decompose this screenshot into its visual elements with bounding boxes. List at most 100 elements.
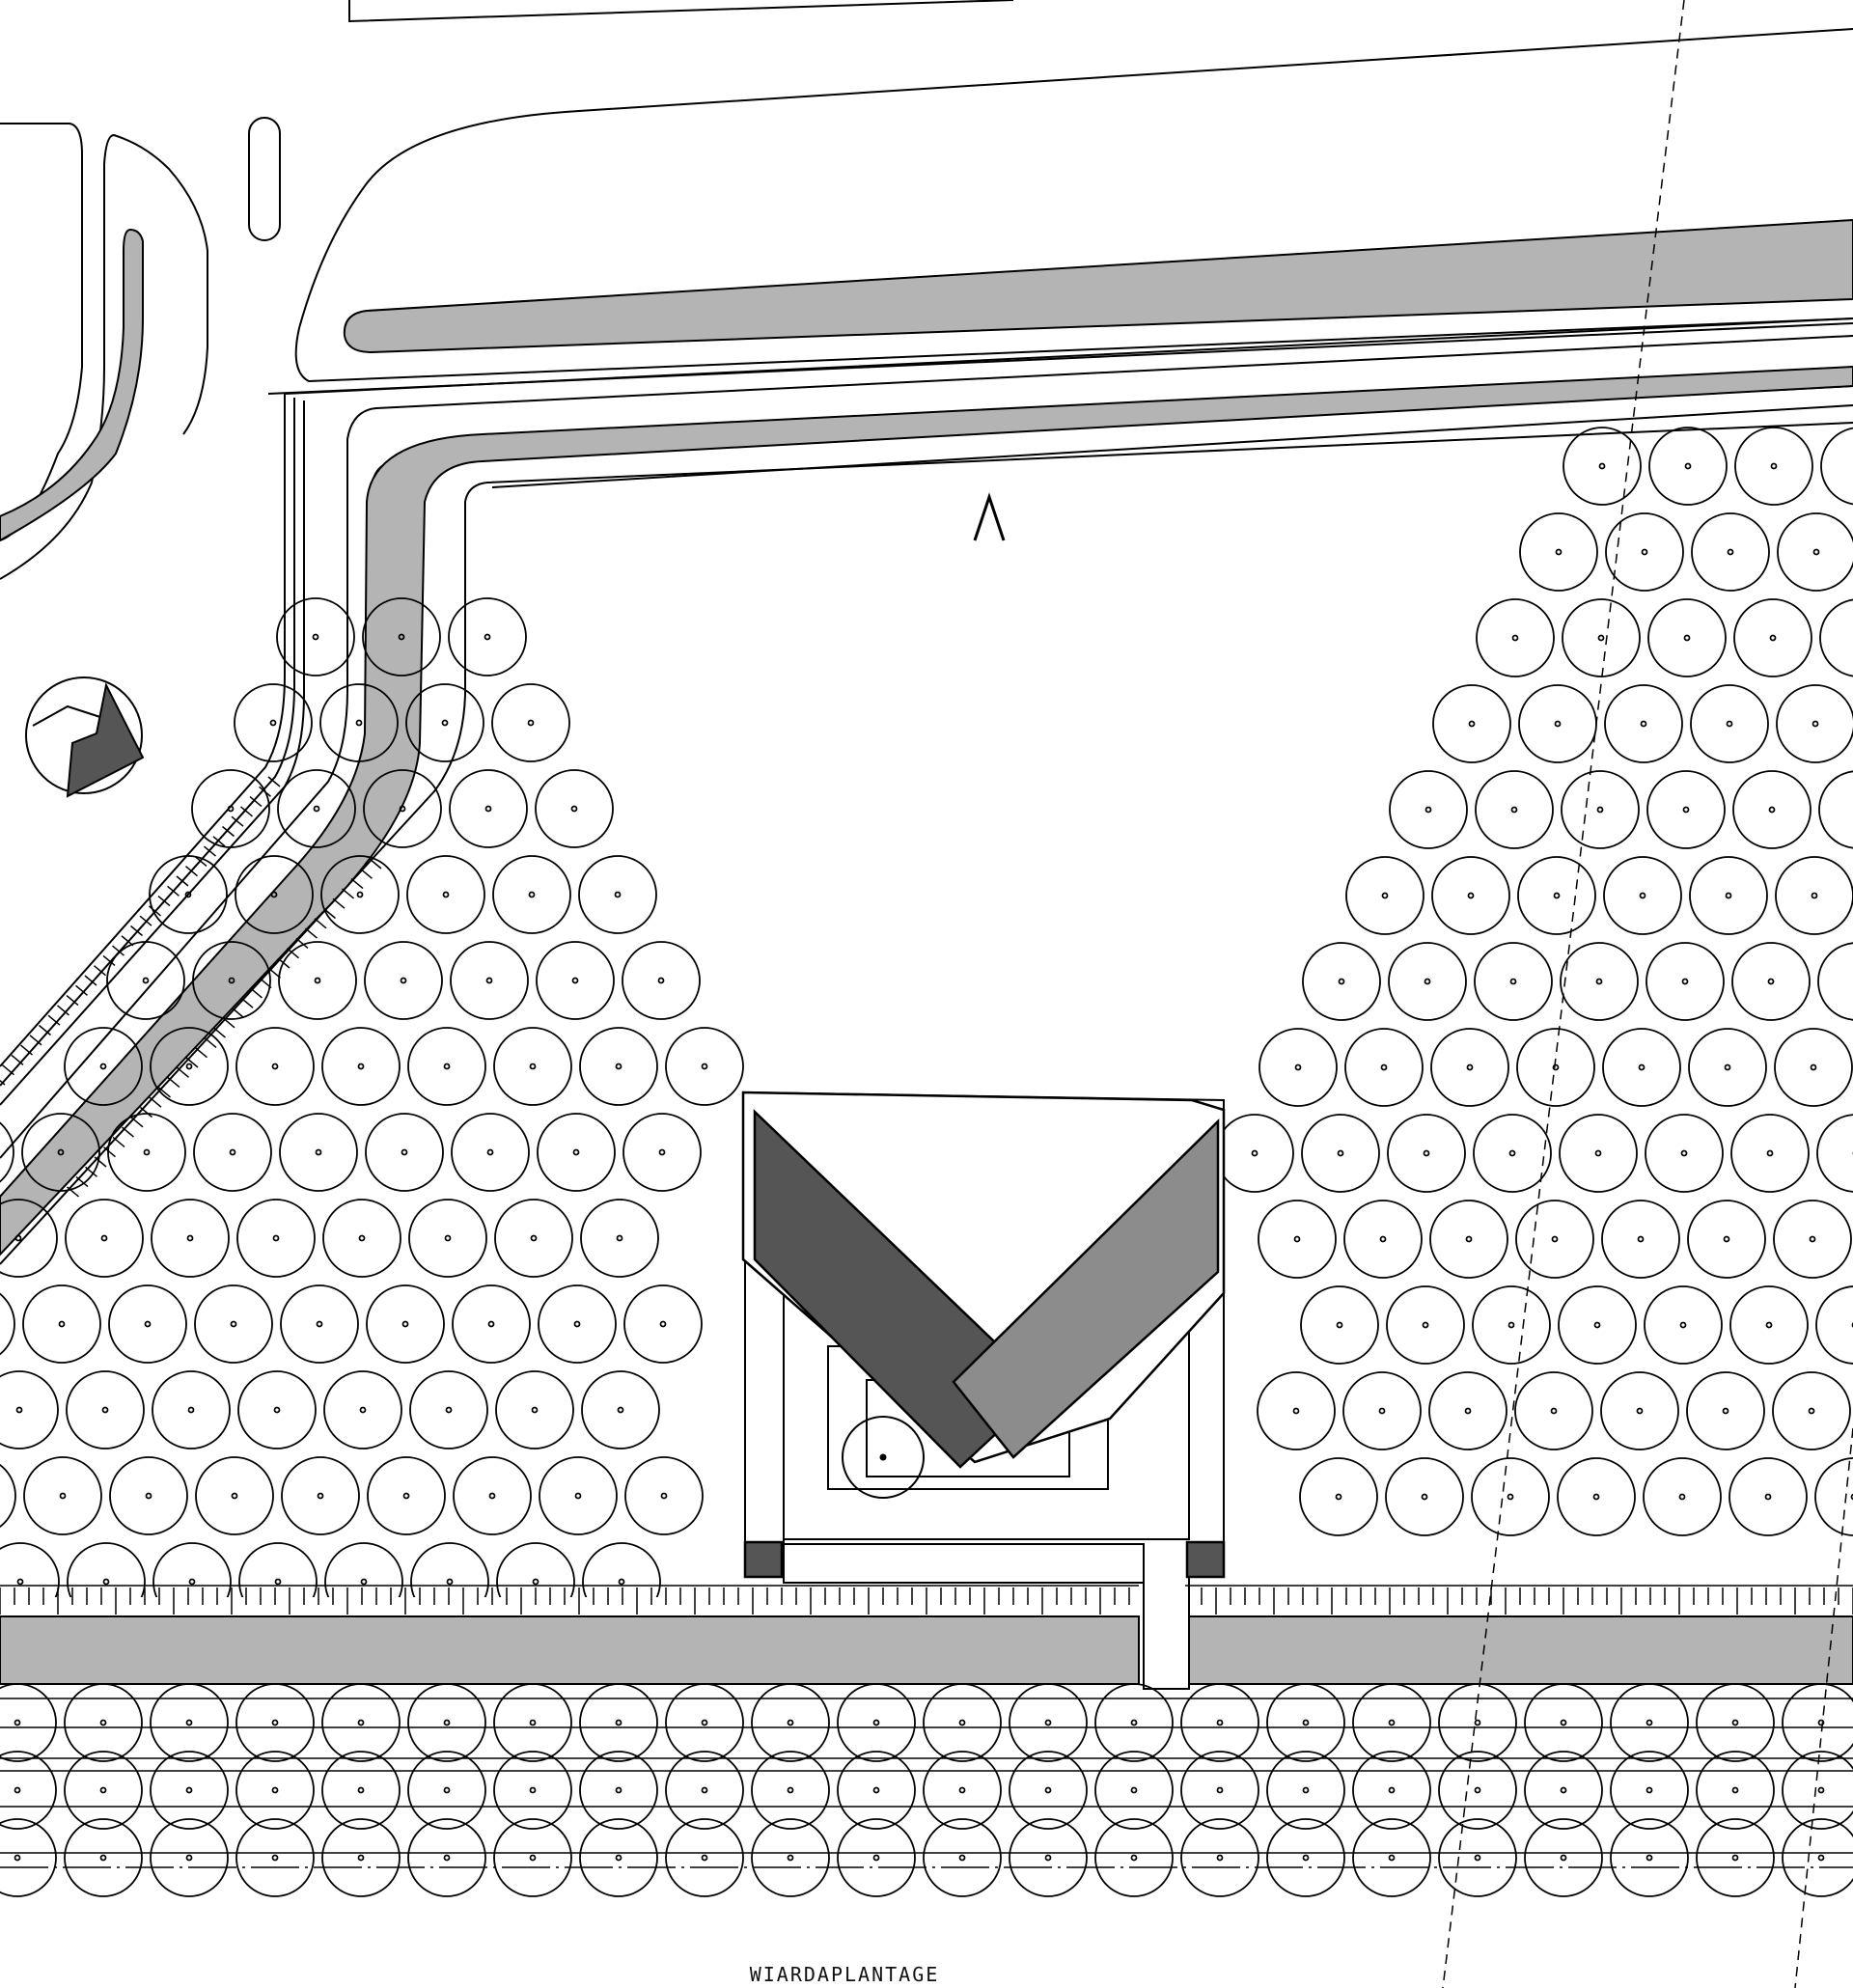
tree-trunk	[1593, 1321, 1601, 1329]
tree-trunk	[530, 1234, 538, 1242]
tree-trunk	[227, 805, 235, 813]
tree	[1686, 1371, 1765, 1450]
tree	[191, 769, 270, 848]
tree-trunk	[14, 1786, 21, 1794]
tree	[1601, 1200, 1680, 1279]
tree	[1009, 1751, 1088, 1830]
tree-trunk	[1560, 1719, 1567, 1726]
tree-trunk	[1764, 1493, 1772, 1501]
tree-trunk	[274, 1578, 282, 1586]
tree	[751, 1751, 830, 1830]
tree-trunk	[1474, 1719, 1481, 1726]
tree-trunk	[316, 1320, 323, 1328]
tree-trunk	[1509, 978, 1517, 985]
tree-trunk	[1767, 978, 1775, 985]
tree	[923, 1751, 1002, 1830]
tree-trunk	[787, 1854, 794, 1862]
tree-trunk	[572, 1148, 580, 1156]
tree	[496, 1542, 575, 1597]
tree-trunk	[1553, 892, 1561, 899]
tree	[109, 1456, 188, 1535]
tree	[1524, 1683, 1603, 1762]
tree-trunk	[185, 1854, 193, 1862]
tree-trunk	[701, 1786, 708, 1794]
tree	[1774, 1028, 1853, 1107]
tree-trunk	[529, 1719, 537, 1726]
tree	[410, 1542, 489, 1597]
tree	[837, 1818, 916, 1897]
tree-trunk	[271, 1063, 279, 1070]
tree	[1180, 1818, 1259, 1897]
tree	[1518, 684, 1597, 763]
tree-trunk	[1381, 892, 1389, 899]
tree-trunk	[99, 1854, 107, 1862]
tree	[1648, 427, 1728, 506]
tree	[362, 597, 441, 676]
tree-trunk	[872, 1719, 880, 1726]
tree	[235, 1818, 315, 1897]
north-arrow-icon	[973, 492, 1006, 541]
tree-trunk	[228, 977, 235, 984]
tree	[1387, 1114, 1466, 1193]
tree-trunk	[400, 977, 407, 984]
tree-trunk	[488, 1492, 496, 1500]
tree	[1094, 1683, 1174, 1762]
tree	[235, 1751, 315, 1830]
tree-trunk	[445, 1406, 453, 1414]
tree	[1429, 1200, 1508, 1279]
tree-trunk	[187, 1406, 195, 1414]
tree-trunk	[1683, 634, 1691, 642]
tree	[449, 769, 528, 848]
tree-trunk	[1817, 1854, 1825, 1862]
tree-trunk	[1511, 634, 1519, 642]
tree	[1343, 1200, 1423, 1279]
tree	[622, 941, 701, 1020]
tree-trunk	[102, 1578, 110, 1586]
tree	[22, 1284, 101, 1364]
tree-trunk	[402, 1492, 410, 1500]
tree-trunk	[1379, 1235, 1387, 1243]
tree	[321, 1818, 401, 1897]
tree-trunk	[99, 1063, 107, 1070]
tree-trunk	[1681, 978, 1689, 985]
tree	[149, 855, 228, 934]
tree-trunk	[185, 1719, 193, 1726]
tree	[1819, 598, 1853, 677]
tree	[1815, 1285, 1853, 1365]
tree	[923, 1683, 1002, 1762]
tree	[1782, 1683, 1853, 1762]
tree-trunk	[1466, 1063, 1474, 1071]
tree-trunk	[273, 1406, 281, 1414]
tree-trunk	[1423, 1149, 1430, 1157]
tree	[1814, 1457, 1853, 1536]
tree-trunk	[958, 1854, 966, 1862]
tree	[406, 855, 485, 934]
tree	[1600, 1371, 1679, 1450]
tree	[1180, 1751, 1259, 1830]
tree	[1258, 1028, 1338, 1107]
tree-trunk	[532, 1578, 539, 1586]
tree-trunk	[1388, 1854, 1396, 1862]
tree	[1438, 1818, 1517, 1897]
tree	[1647, 598, 1727, 677]
tree	[107, 1113, 186, 1192]
tree	[1094, 1751, 1174, 1830]
tree-trunk	[1812, 548, 1820, 556]
tree	[1603, 856, 1682, 935]
tree	[0, 1370, 59, 1450]
tree-trunk	[398, 633, 405, 641]
tree	[366, 1284, 445, 1364]
tree	[1696, 1818, 1775, 1897]
canal-south-left	[0, 1615, 1140, 1685]
tree	[491, 683, 570, 762]
tree	[1514, 1371, 1593, 1450]
tree	[321, 1683, 401, 1762]
tree-trunk	[1810, 1063, 1817, 1071]
tree-trunk	[1468, 720, 1476, 728]
tree	[624, 1456, 704, 1535]
tree-trunk	[1510, 806, 1518, 814]
tree-trunk	[401, 1148, 408, 1156]
tree	[1644, 1285, 1723, 1365]
tree-trunk	[355, 719, 363, 727]
tree	[64, 1818, 143, 1897]
